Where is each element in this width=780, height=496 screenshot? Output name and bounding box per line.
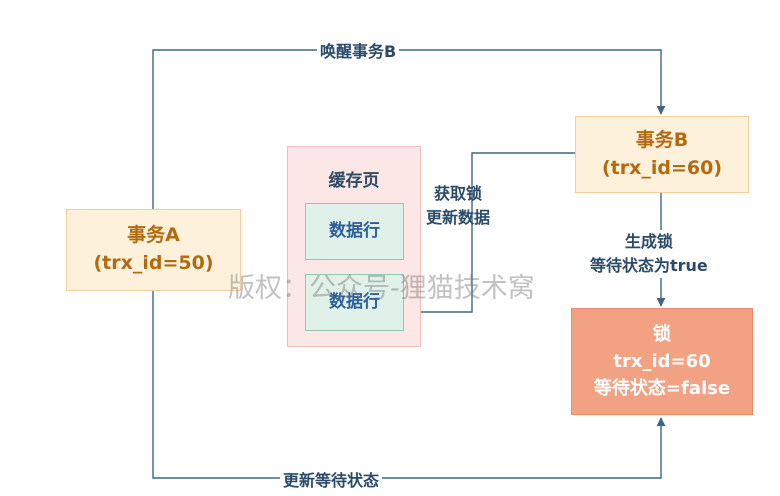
transaction-a-trx-id: (trx_id=50) xyxy=(93,252,214,274)
lock-title: 锁 xyxy=(653,324,671,345)
transaction-b-trx-id: (trx_id=60) xyxy=(601,156,723,179)
label-update-data: 更新数据 xyxy=(426,208,491,227)
edge-wake-transaction-b xyxy=(152,49,666,209)
edge-update-wait-state xyxy=(152,291,666,479)
transaction-b-node: 事务B (trx_id=60) xyxy=(575,116,749,193)
data-row-2-label: 数据行 xyxy=(329,292,380,313)
lock-waiting-state: 等待状态=false xyxy=(593,378,731,399)
label-acquire-lock: 获取锁 xyxy=(434,184,483,203)
data-row-1: 数据行 xyxy=(305,203,404,260)
lock-node: 锁 trx_id=60 等待状态=false xyxy=(571,308,753,415)
data-row-2: 数据行 xyxy=(305,274,404,331)
label-wake-transaction-b: 唤醒事务B xyxy=(317,38,400,62)
transaction-a-name: 事务A xyxy=(127,224,180,247)
cache-page-title: 缓存页 xyxy=(328,171,380,191)
edge-acquire-lock-update xyxy=(404,152,575,317)
label-update-wait-state: 更新等待状态 xyxy=(280,467,383,491)
label-acquire-lock-update: 获取锁 更新数据 xyxy=(426,182,490,230)
data-row-1-label: 数据行 xyxy=(329,221,380,242)
label-generate-lock-line2: 等待状态为true xyxy=(590,256,708,275)
transaction-a-node: 事务A (trx_id=50) xyxy=(66,209,241,291)
watermark-text: 版权：公众号-狸猫技术窝 xyxy=(228,273,535,304)
transaction-b-name: 事务B xyxy=(635,128,689,151)
label-generate-lock: 生成锁 等待状态为true xyxy=(590,230,708,278)
lock-trx-id: trx_id=60 xyxy=(613,351,711,372)
label-generate-lock-line1: 生成锁 xyxy=(624,232,673,251)
